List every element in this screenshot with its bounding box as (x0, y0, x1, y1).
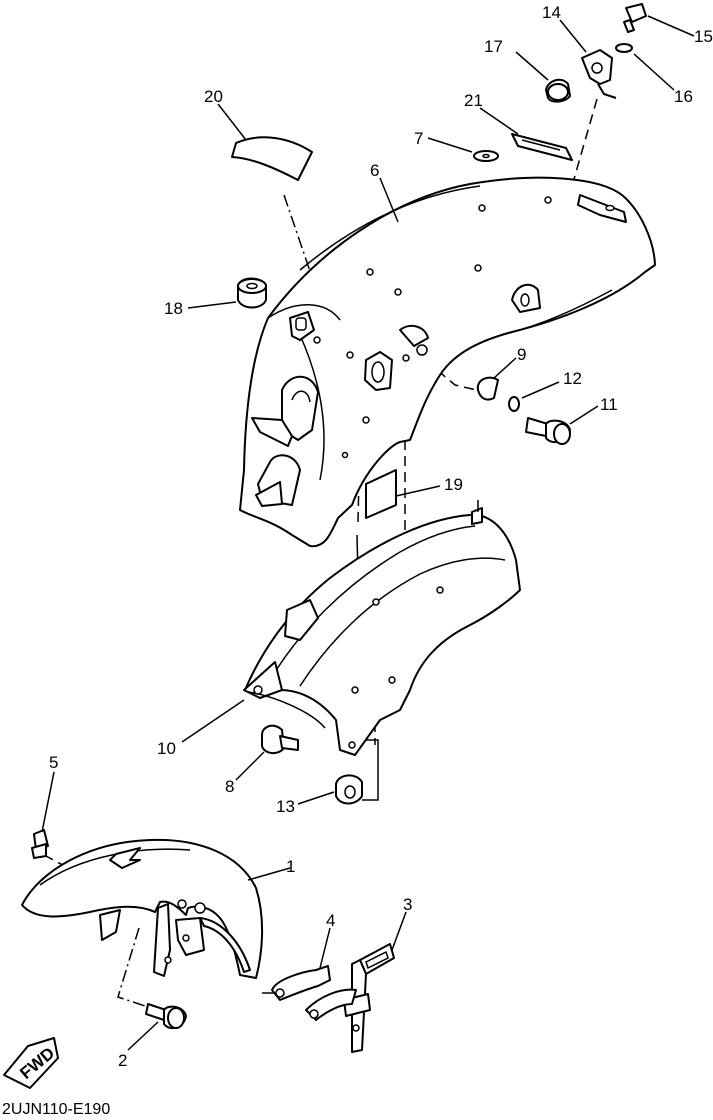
emblem-21 (511, 133, 573, 161)
cap-nut-17 (545, 78, 571, 103)
callout-6: 6 (370, 161, 379, 180)
front-fender (21, 838, 264, 979)
callout-1: 1 (286, 857, 295, 876)
callout-13: 13 (276, 797, 295, 816)
grommet-18 (237, 277, 267, 309)
fwd-arrow-icon: FWD (3, 1037, 59, 1089)
inner-rear-fender (243, 500, 521, 756)
rear-fender (239, 176, 656, 548)
stay-4 (271, 965, 357, 1021)
clip-5 (31, 829, 49, 859)
label-20 (231, 136, 313, 181)
callout-5: 5 (49, 753, 58, 772)
callout-9: 9 (517, 345, 526, 364)
callout-7: 7 (414, 129, 423, 148)
callout-14: 14 (542, 3, 561, 22)
bolt-15 (623, 3, 647, 33)
callout-15: 15 (694, 27, 713, 46)
pad-19 (365, 469, 397, 519)
washer-16 (615, 43, 633, 53)
nut-13 (335, 774, 363, 805)
callout-numbers: 1 2 3 4 5 6 7 8 9 10 11 12 13 14 15 16 1… (49, 3, 713, 1070)
washer-12 (508, 396, 520, 412)
callout-18: 18 (164, 299, 183, 318)
collar-9 (476, 376, 499, 401)
callout-16: 16 (674, 87, 693, 106)
diagram-code: 2UJN110-E190 (2, 1101, 111, 1118)
callout-20: 20 (204, 87, 223, 106)
callout-3: 3 (403, 895, 412, 914)
bolt-2 (145, 1003, 187, 1030)
holder-3 (343, 943, 395, 1053)
callout-12: 12 (563, 369, 582, 388)
callout-8: 8 (225, 777, 234, 796)
callout-10: 10 (157, 739, 176, 758)
bolt-11 (525, 417, 571, 445)
callout-4: 4 (326, 911, 335, 930)
callout-21: 21 (464, 91, 483, 110)
callout-19: 19 (444, 475, 463, 494)
leader-lines (41, 15, 695, 1051)
callout-2: 2 (118, 1051, 127, 1070)
bracket-14 (581, 49, 617, 99)
callout-17: 17 (484, 37, 503, 56)
bolt-8 (261, 724, 299, 754)
callout-11: 11 (600, 395, 618, 414)
